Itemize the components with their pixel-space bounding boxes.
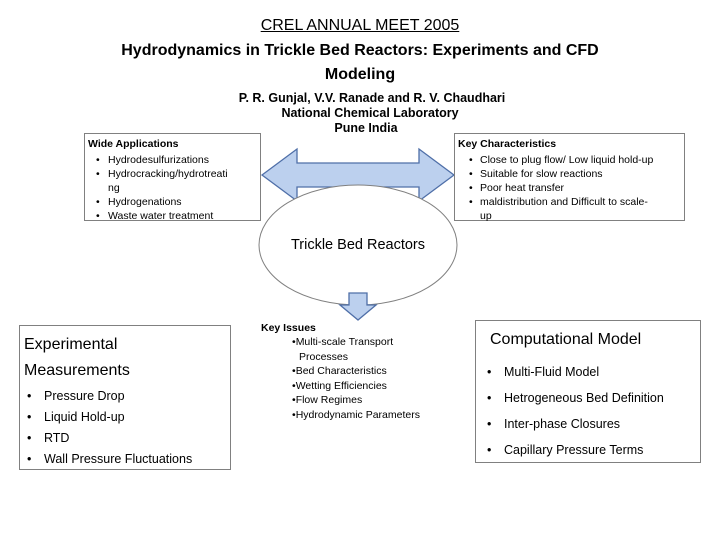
experimental-title: Experimental Measurements <box>24 336 130 379</box>
application-item: Hydrodesulfurizations <box>88 153 260 167</box>
applications-box: Wide Applications Hydrodesulfurizations … <box>84 133 261 223</box>
issues-heading: Key Issues <box>261 322 316 334</box>
characteristic-item: maldistribution and Difficult to scale- … <box>458 195 684 223</box>
application-item: Hydrogenations <box>88 195 260 209</box>
characteristics-heading: Key Characteristics <box>458 138 557 150</box>
issue-item: Hydrodynamic Parameters <box>261 408 461 423</box>
experimental-item: Liquid Hold-up <box>24 407 192 428</box>
meet-title: CREL ANNUAL MEET 2005 <box>260 17 460 34</box>
issue-item: Bed Characteristics <box>261 364 461 379</box>
paper-title-line-2: Modeling <box>324 66 396 83</box>
down-arrow-shape <box>338 292 378 321</box>
laboratory: National Chemical Laboratory <box>281 106 459 120</box>
experimental-item: Wall Pressure Fluctuations <box>24 449 192 470</box>
issues-block: Key Issues Multi-scale Transport Process… <box>261 322 461 422</box>
experimental-item: RTD <box>24 428 192 449</box>
computational-box: Computational Model Multi-Fluid Model He… <box>475 320 701 463</box>
application-item: Hydrocracking/hydrotreati ng <box>88 167 260 195</box>
experimental-item: Pressure Drop <box>24 386 192 407</box>
issue-item: Flow Regimes <box>261 393 461 408</box>
computational-item: Inter-phase Closures <box>484 411 664 437</box>
trickle-bed-label: Trickle Bed Reactors <box>290 237 426 253</box>
computational-item: Capillary Pressure Terms <box>484 437 664 463</box>
applications-heading: Wide Applications <box>88 138 179 150</box>
issue-item: Multi-scale Transport Processes <box>261 335 461 364</box>
computational-item: Hetrogeneous Bed Definition <box>484 385 664 411</box>
characteristics-box: Key Characteristics Close to plug flow/ … <box>454 133 685 223</box>
computational-title: Computational Model <box>490 331 642 348</box>
characteristic-item: Suitable for slow reactions <box>458 167 684 181</box>
experimental-box: Experimental Measurements Pressure Drop … <box>19 325 231 470</box>
authors: P. R. Gunjal, V.V. Ranade and R. V. Chau… <box>238 91 506 105</box>
characteristic-item: Poor heat transfer <box>458 181 684 195</box>
paper-title-line-1: Hydrodynamics in Trickle Bed Reactors: E… <box>121 42 599 59</box>
location: Pune India <box>334 121 398 135</box>
issue-item: Wetting Efficiencies <box>261 379 461 394</box>
application-item: Waste water treatment <box>88 209 260 223</box>
characteristic-item: Close to plug flow/ Low liquid hold-up <box>458 153 684 167</box>
computational-item: Multi-Fluid Model <box>484 359 664 385</box>
